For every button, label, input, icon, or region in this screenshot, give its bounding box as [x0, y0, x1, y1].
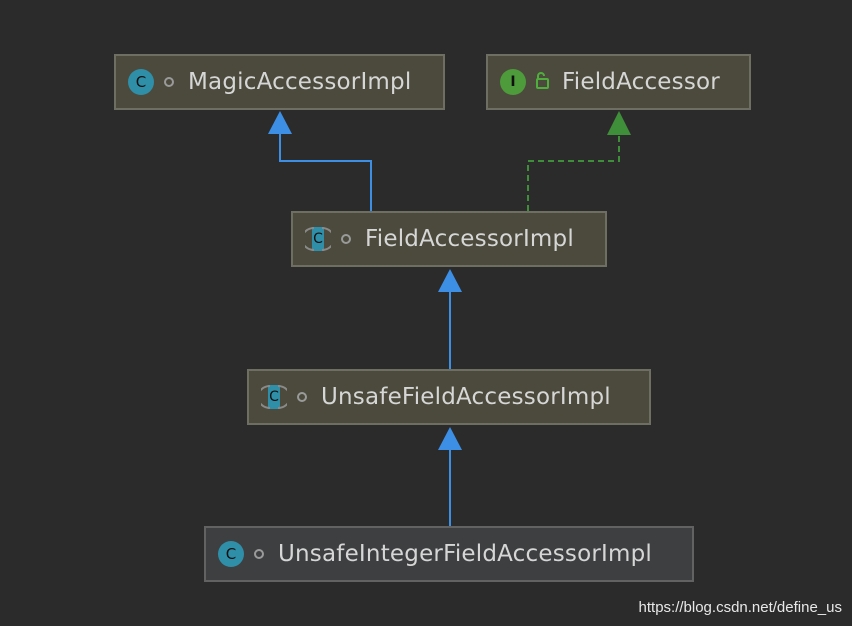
- arrowhead-unsafe-field-accessor-impl: [438, 427, 462, 450]
- public-unlock-icon: [534, 69, 550, 95]
- node-label: UnsafeFieldAccessorImpl: [321, 384, 611, 410]
- visibility-package-icon: [164, 77, 174, 87]
- abstract-class-icon: C: [261, 384, 287, 410]
- class-icon: C: [128, 69, 154, 95]
- node-field-accessor-impl[interactable]: C FieldAccessorImpl: [291, 211, 607, 267]
- node-magic-accessor-impl[interactable]: C MagicAccessorImpl: [114, 54, 445, 110]
- visibility-package-icon: [297, 392, 307, 402]
- node-field-accessor[interactable]: I FieldAccessor: [486, 54, 751, 110]
- node-label: MagicAccessorImpl: [188, 69, 412, 95]
- edge-implements-field-accessor-impl-to-field-accessor: [527, 135, 620, 211]
- watermark-url: https://blog.csdn.net/define_us: [638, 599, 842, 616]
- abstract-class-icon: C: [305, 226, 331, 252]
- visibility-package-icon: [341, 234, 351, 244]
- node-label: FieldAccessorImpl: [365, 226, 574, 252]
- arrowhead-magic-accessor-impl: [268, 111, 292, 134]
- node-label: UnsafeIntegerFieldAccessorImpl: [278, 541, 652, 567]
- visibility-package-icon: [254, 549, 264, 559]
- arrowhead-field-accessor: [607, 111, 631, 135]
- arrowhead-field-accessor-impl: [438, 269, 462, 292]
- node-unsafe-field-accessor-impl[interactable]: C UnsafeFieldAccessorImpl: [247, 369, 651, 425]
- node-label: FieldAccessor: [562, 69, 720, 95]
- edge-extends-field-accessor-impl-to-magic-accessor-impl: [279, 133, 372, 211]
- class-icon: C: [218, 541, 244, 567]
- interface-icon: I: [500, 69, 526, 95]
- node-unsafe-integer-field-accessor-impl[interactable]: C UnsafeIntegerFieldAccessorImpl: [204, 526, 694, 582]
